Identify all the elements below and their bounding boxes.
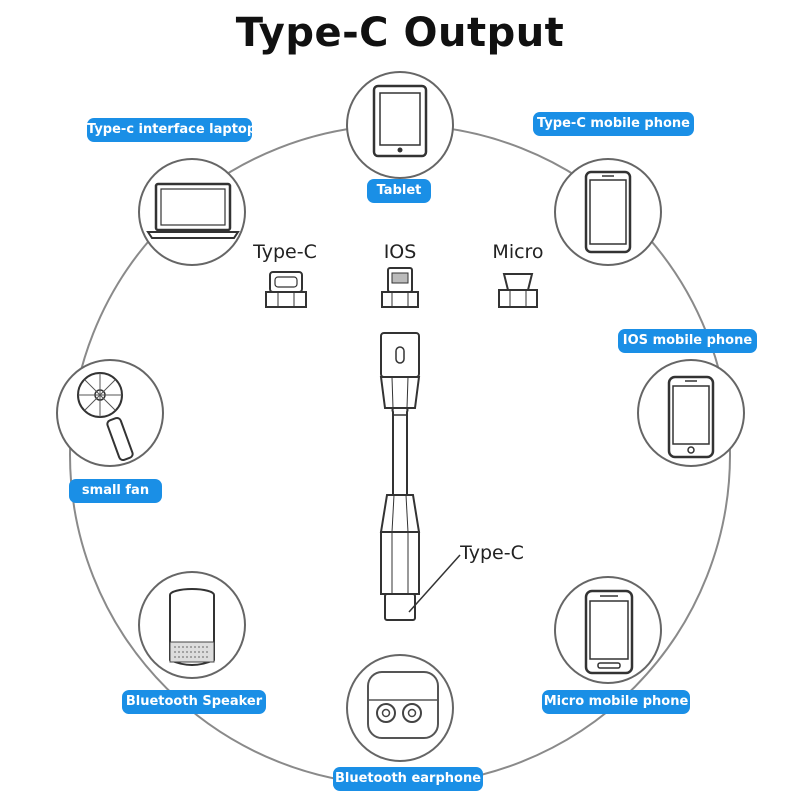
earbuds-case-icon [346,654,454,762]
micro-usb-tip-icon [498,273,538,308]
device-label-bluetooth-earphone: Bluetooth earphone [333,767,483,791]
connector-label-ios: IOS [383,241,417,263]
output-label-leader [408,554,461,613]
connector-label-micro: Micro [492,241,544,263]
cable-output-label: Type-C [460,542,524,564]
device-label-tablet: Tablet [367,179,431,203]
laptop-icon [138,158,246,266]
device-label-bluetooth-speaker: Bluetooth Speaker [122,690,266,714]
speaker-icon [138,571,246,679]
device-label-small-fan: small fan [69,479,162,503]
tablet-icon [346,71,454,179]
iphone-icon [637,359,745,467]
device-label-laptop: Type-c interface laptop [87,118,256,142]
type-c-tip-icon [265,271,307,308]
smartphone-icon [554,158,662,266]
lightning-tip-icon [381,267,419,308]
page-title: Type-C Output [235,10,565,56]
adapter-cable-icon [379,332,461,621]
device-label-ios-mobile-phone: IOS mobile phone [618,329,757,353]
connector-label-type-c: Type-C [253,241,317,263]
handheld-fan-icon [56,359,164,467]
device-label-micro-mobile-phone: Micro mobile phone [542,690,690,714]
device-label-type-c-mobile-phone: Type-C mobile phone [533,112,694,136]
android-phone-icon [554,576,662,684]
